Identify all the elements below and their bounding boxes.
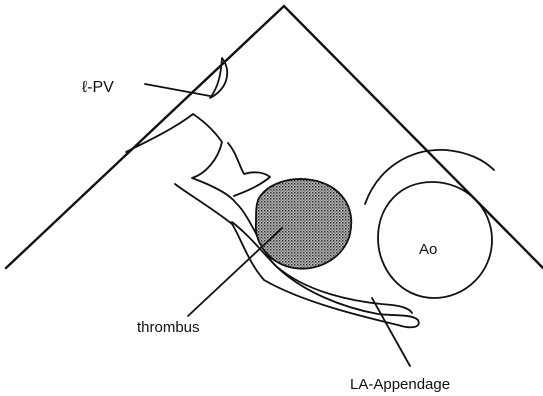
appendage-inner-outline bbox=[228, 143, 270, 196]
label-la-appendage: LA-Appendage bbox=[350, 376, 450, 393]
aorta-lumen bbox=[378, 182, 492, 298]
thrombus-mass bbox=[256, 179, 351, 269]
label-pulmonary-vein: ℓ-PV bbox=[82, 79, 114, 96]
label-thrombus: thrombus bbox=[137, 319, 200, 336]
label-aorta: Ao bbox=[419, 241, 437, 258]
leader-line-thrombus bbox=[188, 228, 282, 316]
aorta-outer-outline bbox=[365, 150, 494, 204]
pulmonary-vein-outline bbox=[210, 58, 227, 98]
